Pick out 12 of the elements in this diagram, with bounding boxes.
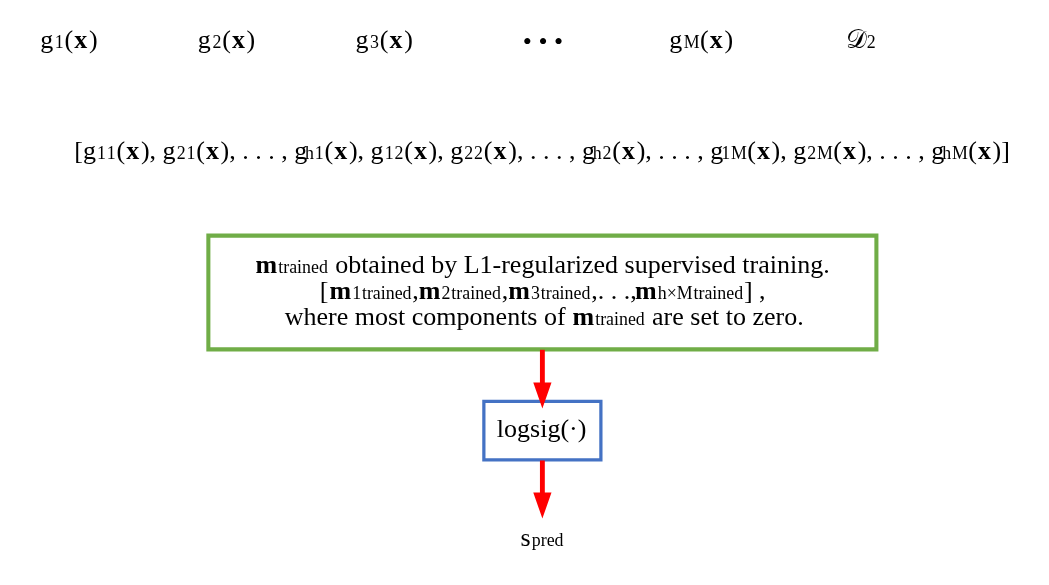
node-text: spred (520, 522, 564, 552)
label: gM(x) (669, 25, 734, 55)
arrow (533, 460, 552, 519)
label: g3(x) (355, 25, 413, 55)
label: 𝒟2 (845, 25, 876, 55)
label: • • • (522, 26, 564, 56)
arrow (533, 349, 552, 409)
label: [g11(x), g21(x), . . . , gh1(x), g12(x), g22(x), . . . , gh2(x), . . . , g1M(x), g2M(x), . . . , ghM(x)] (74, 135, 1010, 165)
label: g2(x) (197, 25, 256, 55)
node-box: logsig(·) (482, 399, 603, 462)
label: g1(x) (40, 25, 98, 55)
node-box: mtrained obtained by L1-regularized supervised training. [m1trained,m2trained,m3trained,. . .,mh×Mtrained] , where most components of mtrained are set to zero. (206, 233, 879, 352)
